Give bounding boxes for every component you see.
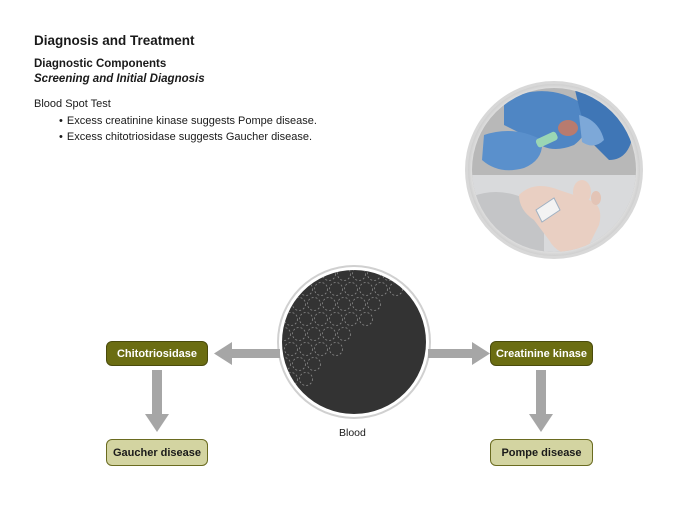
blood-cell bbox=[352, 297, 366, 311]
blood-cell bbox=[329, 312, 343, 326]
arrow-down-left bbox=[145, 370, 169, 432]
page-title: Diagnosis and Treatment bbox=[34, 33, 195, 48]
bullet-list: Excess creatinine kinase suggests Pompe … bbox=[59, 113, 317, 145]
blood-cell bbox=[329, 282, 343, 296]
blood-cell bbox=[314, 312, 328, 326]
blood-cell bbox=[352, 270, 366, 281]
blood-cell bbox=[299, 312, 313, 326]
creatinine-kinase-box: Creatinine kinase bbox=[490, 341, 593, 366]
test-label: Blood Spot Test bbox=[34, 98, 111, 110]
blood-cells-image bbox=[277, 265, 431, 419]
blood-cell bbox=[344, 282, 358, 296]
blood-cell bbox=[329, 342, 343, 356]
blood-cell bbox=[367, 297, 381, 311]
section-heading: Diagnostic Components bbox=[34, 58, 167, 70]
blood-cell bbox=[307, 297, 321, 311]
pompe-disease-box: Pompe disease bbox=[490, 439, 593, 466]
blood-cell bbox=[322, 270, 336, 281]
blood-cell bbox=[337, 297, 351, 311]
blood-cell bbox=[307, 357, 321, 371]
arrow-right bbox=[428, 342, 490, 365]
blood-cell bbox=[322, 327, 336, 341]
blood-label: Blood bbox=[339, 427, 366, 439]
heel-prick-photo bbox=[465, 81, 643, 259]
blood-cell bbox=[284, 342, 298, 356]
blood-cell bbox=[307, 327, 321, 341]
blood-cell bbox=[292, 327, 306, 341]
blood-cell bbox=[292, 357, 306, 371]
blood-cell bbox=[374, 282, 388, 296]
blood-cell bbox=[344, 312, 358, 326]
blood-cell bbox=[299, 372, 313, 386]
blood-cell bbox=[359, 312, 373, 326]
blood-cell bbox=[359, 282, 373, 296]
chitotriosidase-box: Chitotriosidase bbox=[106, 341, 208, 366]
bullet-item: Excess creatinine kinase suggests Pompe … bbox=[59, 113, 317, 129]
blood-cell bbox=[337, 270, 351, 281]
blood-cell bbox=[299, 342, 313, 356]
arrow-down-right bbox=[529, 370, 553, 432]
blood-cell bbox=[282, 327, 291, 341]
blood-cell bbox=[314, 342, 328, 356]
arrow-left bbox=[214, 342, 280, 365]
blood-cell bbox=[322, 297, 336, 311]
gaucher-disease-box: Gaucher disease bbox=[106, 439, 208, 466]
subsection-heading: Screening and Initial Diagnosis bbox=[34, 73, 205, 85]
blood-cell bbox=[292, 297, 306, 311]
bullet-item: Excess chitotriosidase suggests Gaucher … bbox=[59, 129, 317, 145]
blood-cell bbox=[337, 327, 351, 341]
blood-cell bbox=[314, 282, 328, 296]
blood-cell bbox=[284, 312, 298, 326]
